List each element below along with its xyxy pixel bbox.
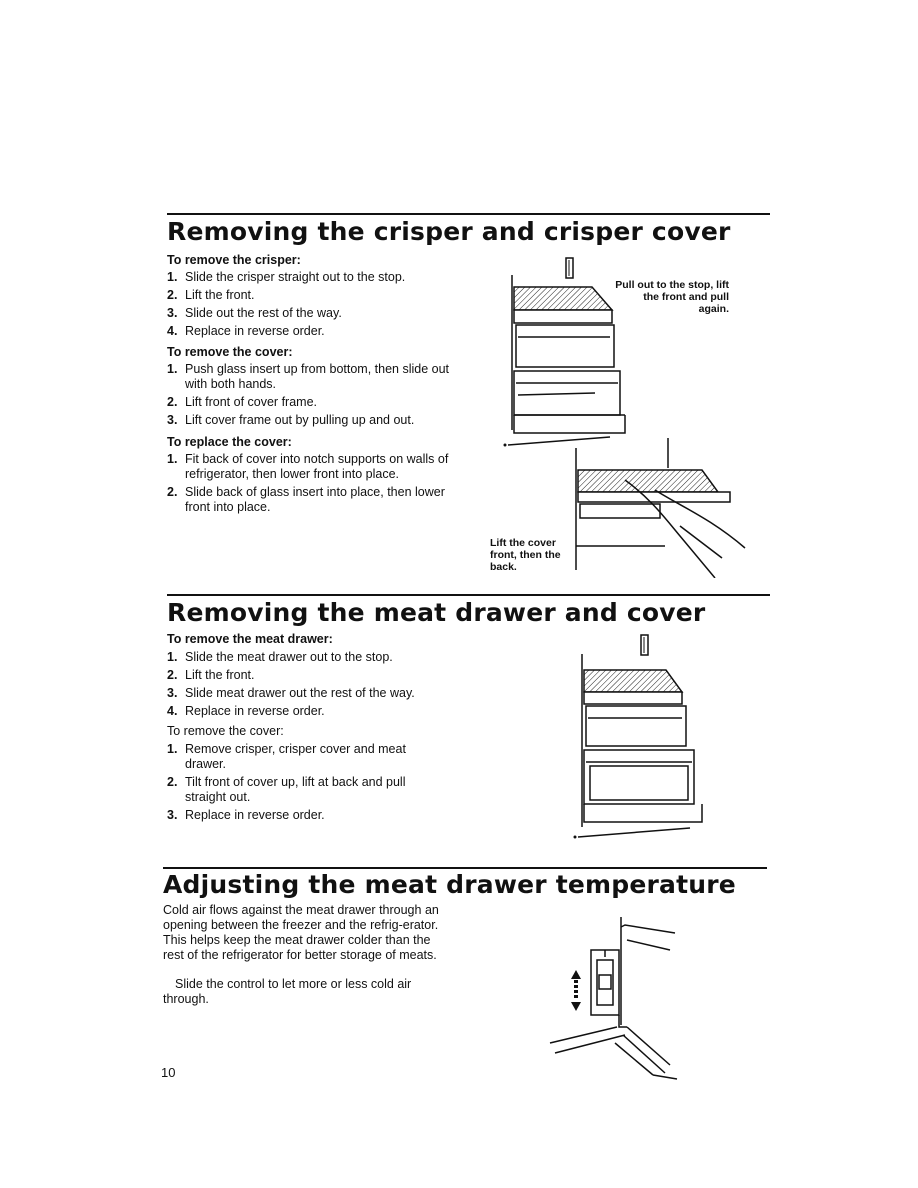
section-rule xyxy=(163,867,767,869)
list-item: 3. Slide out the rest of the way. xyxy=(167,306,457,321)
step-text: Push glass insert up from bottom, then s… xyxy=(185,362,450,391)
list-item: 2. Lift the front. xyxy=(167,288,457,303)
list-item: 1. Push glass insert up from bottom, then… xyxy=(167,362,452,392)
step-text: Fit back of cover into notch supports on… xyxy=(185,452,449,481)
step-number: 2. xyxy=(167,668,178,682)
section-title-crisper: Removing the crisper and crisper cover xyxy=(167,217,731,246)
list-item: 2. Slide back of glass insert into place,… xyxy=(167,485,457,515)
list-item: 1. Slide the meat drawer out to the stop. xyxy=(167,650,457,665)
list-item: 4. Replace in reverse order. xyxy=(167,324,457,339)
step-number: 4. xyxy=(167,704,178,718)
step-number: 1. xyxy=(167,270,178,284)
section-rule xyxy=(167,213,770,215)
step-number: 3. xyxy=(167,686,178,700)
list-item: 3. Slide meat drawer out the rest of the … xyxy=(167,686,457,701)
subheading-remove-meat-cover: To remove the cover: xyxy=(167,724,284,738)
step-number: 1. xyxy=(167,362,178,376)
step-number: 3. xyxy=(167,413,178,427)
step-text: Slide out the rest of the way. xyxy=(185,306,342,320)
step-number: 1. xyxy=(167,452,178,466)
step-text: Replace in reverse order. xyxy=(185,808,325,822)
step-number: 2. xyxy=(167,485,178,499)
step-number: 3. xyxy=(167,306,178,320)
subheading-replace-cover: To replace the cover: xyxy=(167,435,292,449)
step-text: Slide meat drawer out the rest of the wa… xyxy=(185,686,415,700)
step-number: 3. xyxy=(167,808,178,822)
list-item: 3. Replace in reverse order. xyxy=(167,808,437,823)
subheading-remove-cover: To remove the cover: xyxy=(167,345,293,359)
list-item: 2. Tilt front of cover up, lift at back a… xyxy=(167,775,437,805)
section-title-temperature: Adjusting the meat drawer temperature xyxy=(163,870,736,899)
step-text: Lift the front. xyxy=(185,668,255,682)
list-item: 1. Remove crisper, crisper cover and meat… xyxy=(167,742,437,772)
temperature-instruction: Slide the control to let more or less co… xyxy=(163,977,412,1006)
section-rule xyxy=(167,594,770,596)
step-text: Lift the front. xyxy=(185,288,255,302)
list-item: 2. Lift front of cover frame. xyxy=(167,395,452,410)
step-text: Replace in reverse order. xyxy=(185,324,325,338)
step-number: 2. xyxy=(167,288,178,302)
step-text: Tilt front of cover up, lift at back and… xyxy=(185,775,406,804)
callout-lift-cover: Lift the cover front, then the back. xyxy=(490,537,561,573)
list-item: 4. Replace in reverse order. xyxy=(167,704,457,719)
step-number: 2. xyxy=(167,395,178,409)
subheading-remove-crisper: To remove the crisper: xyxy=(167,253,301,267)
list-item: 2. Lift the front. xyxy=(167,668,457,683)
remove-cover-steps: 1. Push glass insert up from bottom, then… xyxy=(167,362,452,431)
list-item: 1. Slide the crisper straight out to the … xyxy=(167,270,457,285)
air-control-figure xyxy=(549,917,678,1080)
temperature-description: Cold air flows against the meat drawer t… xyxy=(163,903,439,962)
list-item: 1. Fit back of cover into notch supports … xyxy=(167,452,457,482)
page-number: 10 xyxy=(161,1065,176,1080)
step-text: Slide the meat drawer out to the stop. xyxy=(185,650,393,664)
step-number: 2. xyxy=(167,775,178,789)
step-number: 1. xyxy=(167,742,178,756)
crisper-figure xyxy=(503,257,626,447)
step-text: Slide the crisper straight out to the st… xyxy=(185,270,406,284)
list-item: 3. Lift cover frame out by pulling up and… xyxy=(167,413,452,428)
step-number: 4. xyxy=(167,324,178,338)
lift-cover-figure xyxy=(575,438,746,578)
step-text: Replace in reverse order. xyxy=(185,704,325,718)
replace-cover-steps: 1. Fit back of cover into notch supports … xyxy=(167,452,457,518)
step-text: Lift cover frame out by pulling up and o… xyxy=(185,413,415,427)
step-number: 1. xyxy=(167,650,178,664)
step-text: Lift front of cover frame. xyxy=(185,395,317,409)
step-text: Slide back of glass insert into place, t… xyxy=(185,485,445,514)
remove-meat-cover-steps: 1. Remove crisper, crisper cover and meat… xyxy=(167,742,437,826)
meat-drawer-figure xyxy=(573,634,703,839)
remove-meat-drawer-steps: 1. Slide the meat drawer out to the stop.… xyxy=(167,650,457,722)
section-title-meat-drawer: Removing the meat drawer and cover xyxy=(167,598,706,627)
step-text: Remove crisper, crisper cover and meat d… xyxy=(185,742,406,771)
subheading-remove-meat-drawer: To remove the meat drawer: xyxy=(167,632,333,646)
remove-crisper-steps: 1. Slide the crisper straight out to the … xyxy=(167,270,457,342)
callout-pull-out: Pull out to the stop, lift the front and… xyxy=(615,279,729,315)
